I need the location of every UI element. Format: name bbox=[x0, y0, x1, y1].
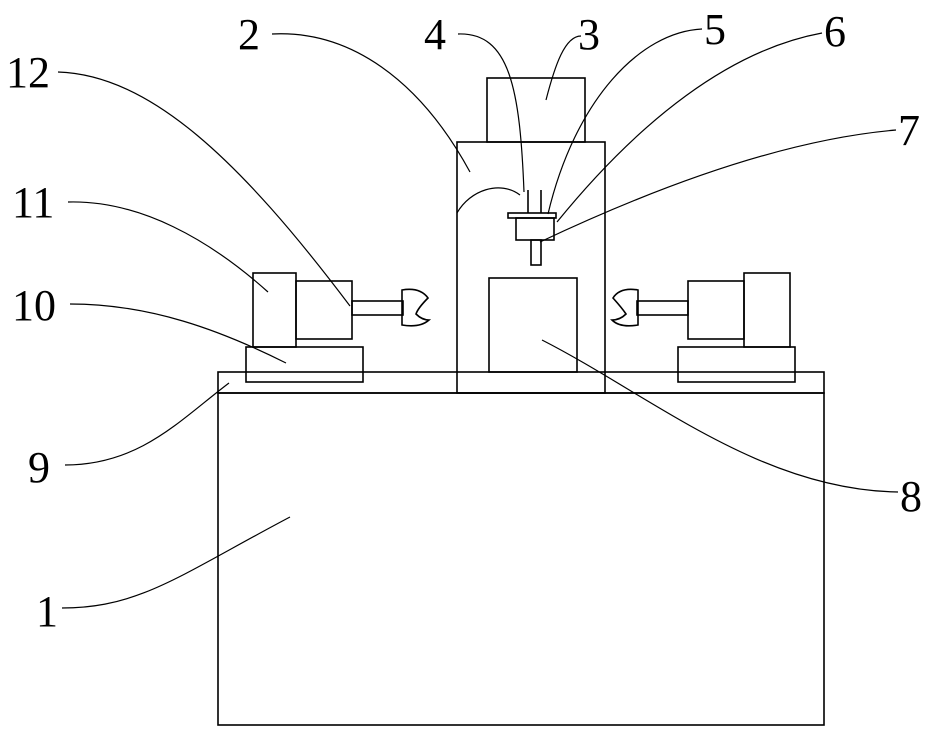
label-8: 8 bbox=[900, 472, 922, 521]
right-motor-front bbox=[688, 281, 744, 339]
leader-3 bbox=[546, 36, 581, 100]
fixture-block bbox=[489, 278, 577, 372]
right-motor-rear bbox=[744, 273, 790, 347]
label-3: 3 bbox=[578, 10, 600, 59]
label-2: 2 bbox=[238, 10, 260, 59]
right-shaft bbox=[637, 301, 688, 315]
leader-12 bbox=[58, 72, 350, 306]
label-6: 6 bbox=[824, 7, 846, 56]
drill-bit bbox=[531, 240, 541, 265]
leader-11 bbox=[68, 202, 268, 292]
base-body bbox=[218, 393, 824, 725]
label-11: 11 bbox=[12, 178, 54, 227]
label-4: 4 bbox=[424, 10, 446, 59]
left-wrench-head bbox=[402, 289, 429, 325]
leader-6 bbox=[557, 33, 822, 222]
label-1: 1 bbox=[36, 587, 58, 636]
label-9: 9 bbox=[28, 443, 50, 492]
column-break-line bbox=[457, 188, 520, 213]
left-shaft bbox=[352, 301, 403, 315]
leader-9 bbox=[65, 383, 229, 465]
column-housing bbox=[457, 142, 605, 393]
top-motor-box bbox=[487, 78, 585, 142]
leader-1 bbox=[62, 517, 290, 608]
left-motor-front bbox=[296, 281, 352, 339]
chuck-block bbox=[516, 218, 554, 240]
label-10: 10 bbox=[12, 281, 56, 330]
leader-7 bbox=[540, 130, 896, 242]
leader-5 bbox=[548, 29, 702, 214]
label-5: 5 bbox=[704, 5, 726, 54]
label-7: 7 bbox=[898, 106, 920, 155]
label-12: 12 bbox=[6, 48, 50, 97]
right-wrench-head bbox=[612, 289, 638, 325]
leader-8 bbox=[542, 340, 898, 492]
right-slide-base bbox=[678, 347, 795, 382]
